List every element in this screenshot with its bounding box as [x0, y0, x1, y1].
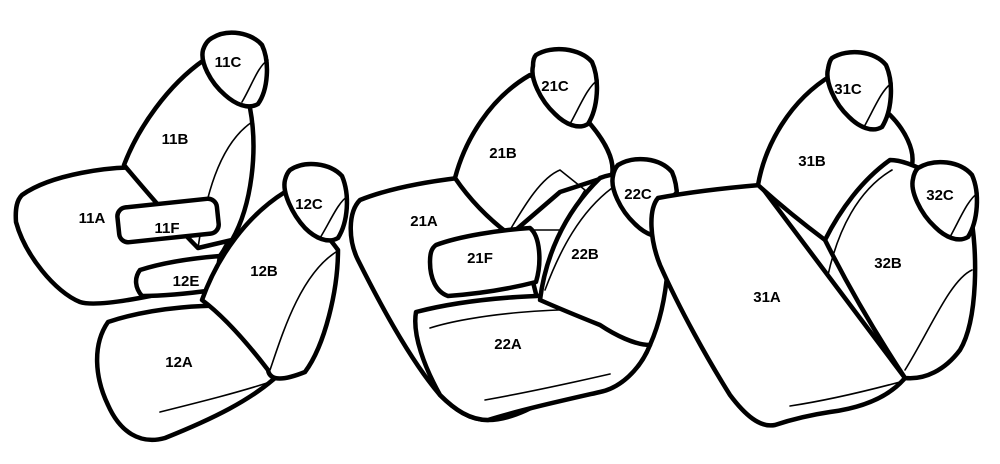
label-21B: 21B [489, 145, 517, 162]
label-11B: 11B [162, 131, 189, 148]
label-11A: 11A [79, 210, 106, 227]
seat-part-31C[interactable] [825, 49, 894, 132]
label-12B: 12B [250, 263, 278, 280]
label-21C: 21C [541, 78, 569, 95]
seat-part-11F[interactable] [115, 196, 221, 245]
label-12C: 12C [295, 196, 323, 213]
second-row-seat [348, 46, 680, 423]
seat-part-21F[interactable] [427, 225, 542, 299]
third-row-seat [649, 49, 980, 428]
label-11C: 11C [215, 54, 242, 71]
label-31B: 31B [798, 153, 826, 170]
part-labels: 11C 11B 11A 11F 12E 12C 12B 12A 21C 21B … [79, 54, 954, 371]
label-21F: 21F [467, 250, 493, 267]
seat-part-32C[interactable] [910, 159, 980, 242]
label-32B: 32B [874, 255, 902, 272]
label-21A: 21A [410, 213, 438, 230]
label-22A: 22A [494, 336, 522, 353]
seat-part-12E[interactable] [133, 253, 223, 299]
seat-part-12B[interactable] [199, 189, 341, 381]
seat-part-11C[interactable] [200, 30, 270, 109]
label-12A: 12A [165, 354, 193, 371]
label-12E: 12E [173, 273, 200, 290]
label-31A: 31A [753, 289, 781, 306]
label-22B: 22B [571, 246, 599, 263]
label-22C: 22C [624, 186, 652, 203]
label-32C: 32C [926, 187, 954, 204]
front-right-seat [94, 161, 350, 443]
front-left-seat [13, 30, 270, 306]
label-31C: 31C [834, 81, 862, 98]
seat-part-12A[interactable] [94, 303, 278, 443]
seat-part-21C[interactable] [530, 46, 600, 129]
label-11F: 11F [154, 220, 179, 237]
seat-part-12C[interactable] [282, 161, 350, 243]
